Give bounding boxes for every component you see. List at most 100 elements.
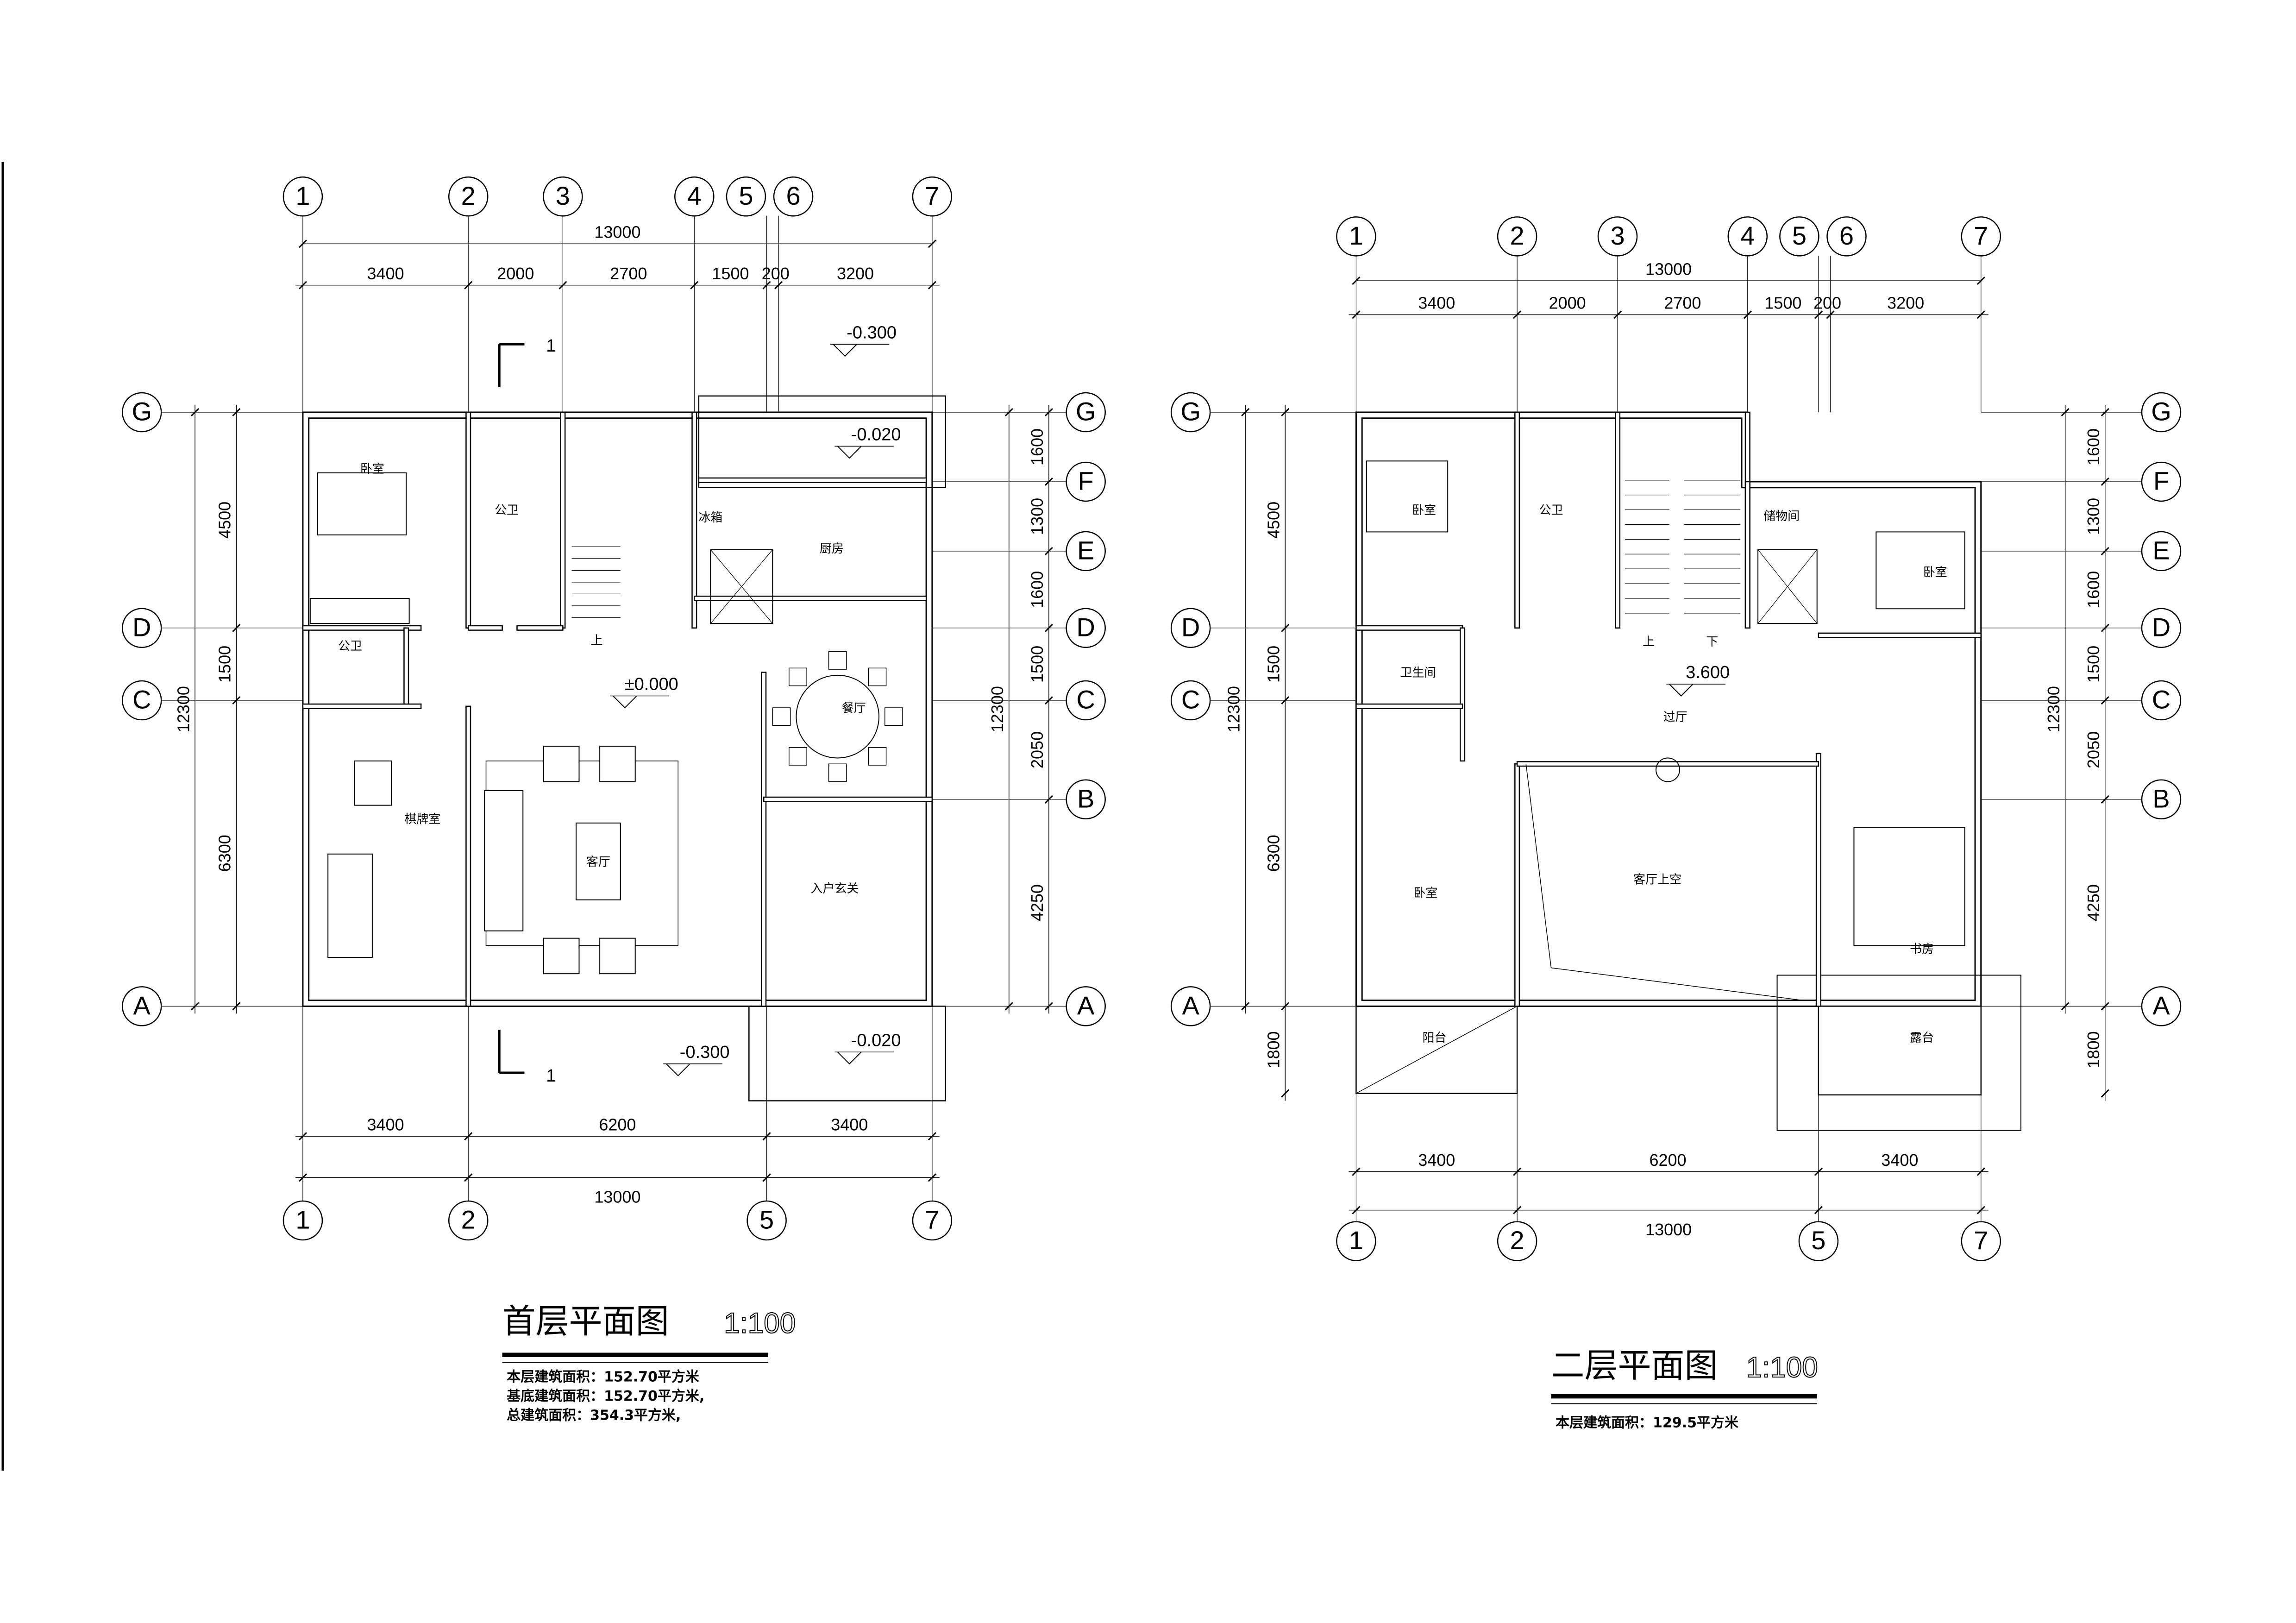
dining-chair [828, 651, 847, 670]
dimension-total-right: 12300 [2044, 686, 2063, 732]
plan-scale: 1:100 [724, 1307, 796, 1339]
axis-bubble [2141, 986, 2182, 1026]
axis-bubble [2141, 461, 2182, 502]
elevation-triangle-icon [1669, 684, 1694, 697]
dimension-value: 1500 [1264, 646, 1283, 683]
wall [1516, 761, 1819, 767]
axis-label: C [2152, 685, 2171, 714]
axis-label: 7 [1974, 1226, 1988, 1255]
axis-label: G [132, 397, 152, 426]
room-label: 上 [591, 634, 603, 648]
dining-chair [789, 747, 807, 766]
wall [1514, 763, 1520, 1007]
axis-bubble [448, 176, 489, 217]
axis-bubble [1170, 608, 1211, 648]
wall [302, 625, 422, 631]
bed [317, 472, 407, 535]
dining-chair [828, 763, 847, 782]
axis-label: C [132, 685, 151, 714]
axis-label: 3 [1610, 221, 1625, 250]
armchair [599, 937, 636, 975]
armchair [543, 937, 580, 975]
axis-label: 2 [461, 181, 476, 210]
room-label: 卧室 [1923, 566, 1947, 579]
axis-label: A [1182, 991, 1199, 1020]
wall [1355, 703, 1463, 709]
balcony-diagonal [1356, 1006, 1518, 1094]
axis-label: 4 [1740, 221, 1755, 250]
dimension-value: 1600 [1028, 428, 1047, 466]
area-note: 本层建筑面积：129.5平方米 [1556, 1415, 1738, 1431]
room-label: 储物间 [1763, 510, 1800, 523]
axis-label: G [2151, 397, 2171, 426]
axis-bubble [912, 176, 953, 217]
wall [465, 411, 471, 629]
dimension-value: 2050 [1028, 731, 1047, 768]
dimension-value: 2050 [2084, 731, 2103, 768]
dimension-value: 3400 [1418, 294, 1455, 313]
axis-bubble [1779, 216, 1819, 257]
wall [516, 625, 564, 631]
axis-label: 1 [295, 1205, 310, 1234]
title-underline-thick [1551, 1394, 1817, 1399]
wall [1460, 627, 1466, 762]
wall-outline [308, 417, 927, 1001]
axis-bubble [1066, 986, 1106, 1026]
axis-bubble [1826, 216, 1867, 257]
axis-label: 5 [759, 1205, 774, 1234]
wardrobe [309, 598, 410, 624]
axis-label: 2 [1510, 221, 1524, 250]
axis-bubble [448, 1200, 489, 1241]
axis-label: A [1077, 991, 1095, 1020]
room-label: 下 [1706, 635, 1718, 649]
room-label: 客厅上空 [1633, 873, 1681, 887]
wall [1744, 481, 1750, 629]
axis-bubble [2141, 392, 2182, 433]
room-label: 厨房 [820, 542, 844, 556]
axis-label: 3 [556, 181, 570, 210]
elevation-triangle-icon [665, 1063, 690, 1076]
mahjong-table [354, 760, 392, 806]
axis-label: F [2153, 466, 2169, 495]
dimension-value: 200 [762, 264, 790, 283]
room-label: 冰箱 [698, 511, 722, 525]
title-underline-thick [502, 1352, 768, 1358]
void-edge [1551, 967, 1802, 1001]
axis-label: D [2152, 612, 2171, 642]
axis-bubble [1066, 392, 1106, 433]
balcony-outline [1355, 1006, 1518, 1094]
dimension-tick [1976, 277, 1985, 285]
axis-label: G [1180, 397, 1201, 426]
axis-label: G [1076, 397, 1096, 426]
axis-bubble [2141, 779, 2182, 820]
dimension-value: 6200 [1649, 1151, 1686, 1170]
dimension-value: 200 [1813, 294, 1841, 313]
room-label: 公卫 [495, 503, 519, 517]
axis-bubble [121, 986, 162, 1026]
elevator-shaft [710, 549, 773, 624]
axis-label: C [1076, 685, 1095, 714]
axis-bubble [2141, 608, 2182, 648]
dimension-tick [298, 239, 307, 248]
room-label: 餐厅 [842, 702, 866, 716]
dimension-total-top: 13000 [594, 223, 640, 242]
dimension-value: 1500 [215, 646, 234, 683]
sofa [484, 790, 524, 931]
axis-label: 6 [1839, 221, 1854, 250]
axis-bubble [1597, 216, 1638, 257]
wall [1818, 632, 1982, 638]
armchair [543, 745, 580, 782]
axis-bubble [1170, 392, 1211, 433]
dimension-value: 6200 [599, 1115, 636, 1134]
dimension-value: 2000 [1549, 294, 1586, 313]
dimension-value: 2000 [497, 264, 534, 283]
wall [1815, 753, 1821, 1007]
dimension-value: 1300 [2084, 498, 2103, 535]
dimension-value: 1800 [1264, 1031, 1283, 1068]
room-label: 上 [1643, 635, 1655, 649]
axis-label: 4 [687, 181, 702, 210]
section-label: 1 [546, 336, 556, 356]
axis-label: D [1181, 612, 1200, 642]
dimension-value: 1500 [712, 264, 749, 283]
axis-bubble [2141, 680, 2182, 721]
